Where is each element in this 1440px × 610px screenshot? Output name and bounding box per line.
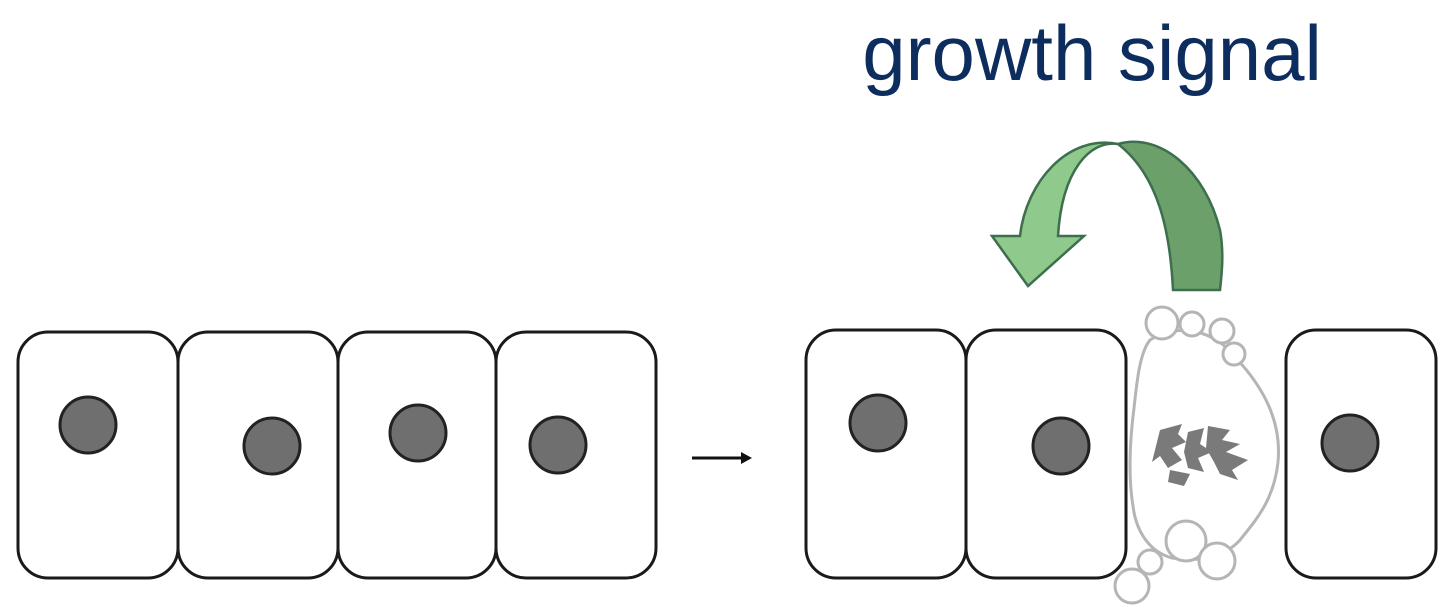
curved-arrow-icon: [989, 140, 1224, 292]
fragmented-chromatin: [1152, 424, 1248, 486]
membrane-bleb: [1208, 317, 1236, 345]
nucleus: [528, 415, 588, 475]
apoptotic-cell: [1113, 305, 1281, 605]
nucleus: [388, 403, 448, 463]
nucleus: [58, 395, 118, 455]
membrane-bleb: [1221, 341, 1247, 367]
cell: [804, 328, 968, 580]
membrane-bleb: [1136, 548, 1164, 576]
membrane-bleb: [1144, 305, 1180, 341]
nucleus: [1031, 416, 1091, 476]
nucleus: [848, 393, 908, 453]
growth-signal-label: growth signal: [862, 9, 1322, 97]
membrane-bleb: [1197, 541, 1237, 581]
apoptotic-body: [1113, 567, 1151, 605]
cell: [16, 330, 180, 580]
right-arrow-icon: [692, 452, 752, 464]
membrane-bleb: [1164, 519, 1208, 563]
nucleus: [242, 416, 302, 476]
left-cell-group: [16, 330, 658, 580]
right-cell-group: [804, 305, 1438, 605]
nucleus: [1320, 413, 1380, 473]
membrane-bleb: [1178, 310, 1206, 338]
